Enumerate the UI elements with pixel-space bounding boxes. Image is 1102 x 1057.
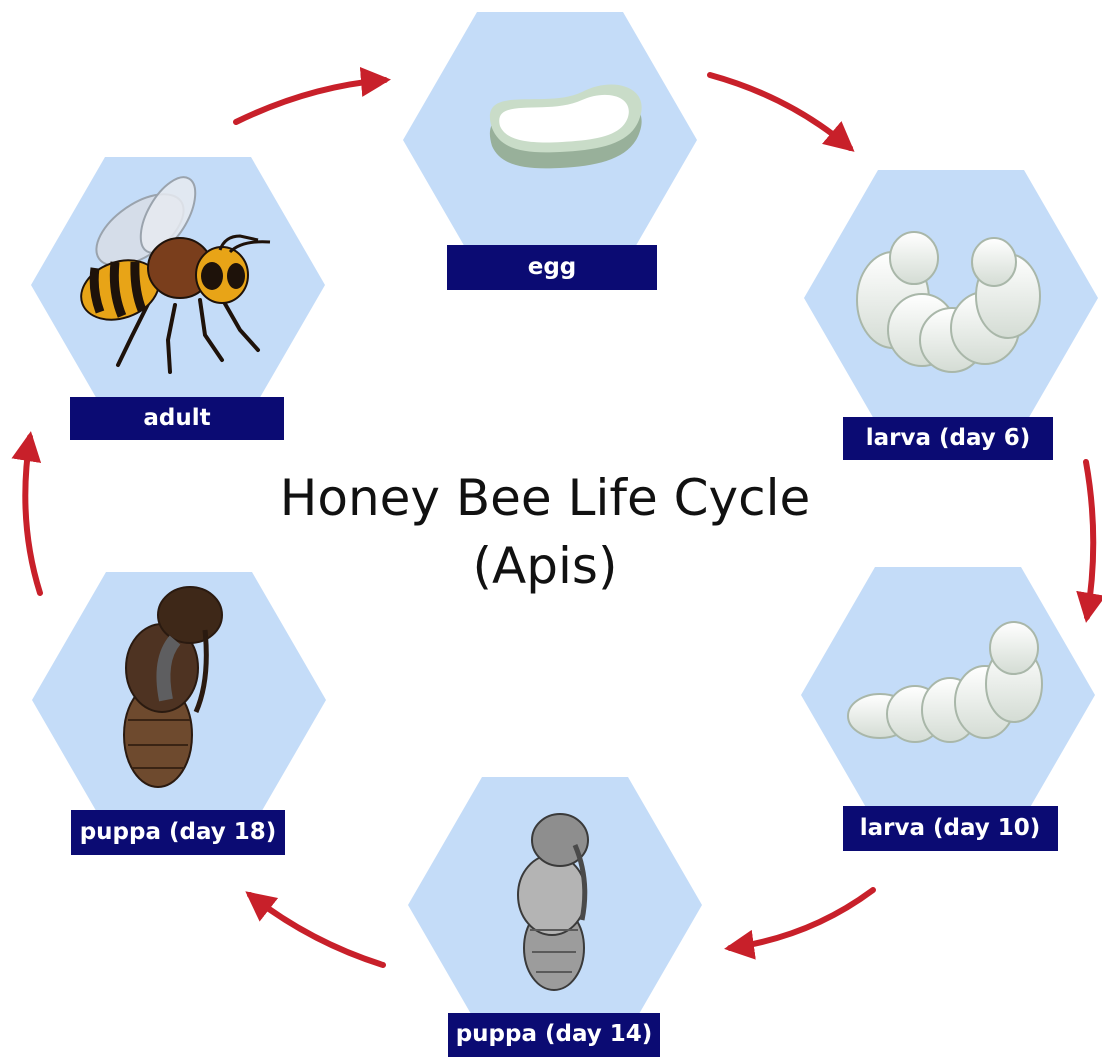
arrow-pupa14-to-pupa18 [250,895,383,965]
larva6-hexagon [804,170,1098,426]
title-line-2: (Apis) [473,537,618,595]
egg-label: egg [528,254,577,280]
title-line-1: Honey Bee Life Cycle [280,469,811,527]
pupa14-label: puppa (day 14) [456,1021,653,1047]
arrow-larva10-to-pupa14 [730,890,873,948]
stage-egg: egg [403,12,697,290]
adult-label: adult [143,405,210,431]
arrow-larva6-to-larva10 [1086,462,1093,617]
stage-pupa-day-18: puppa (day 18) [32,572,326,855]
pupa18-label: puppa (day 18) [80,819,277,845]
stage-larva-day-6: larva (day 6) [804,170,1098,460]
arrow-egg-to-larva6 [710,75,850,148]
larva6-label: larva (day 6) [866,425,1031,451]
larva10-label: larva (day 10) [860,815,1041,841]
arrow-pupa18-to-adult [25,437,40,593]
arrow-adult-to-egg [236,80,385,122]
stage-adult: adult [31,157,325,440]
stage-pupa-day-14: puppa (day 14) [408,777,702,1057]
stage-larva-day-10: larva (day 10) [801,567,1095,851]
diagram-title: Honey Bee Life Cycle (Apis) [280,469,811,595]
